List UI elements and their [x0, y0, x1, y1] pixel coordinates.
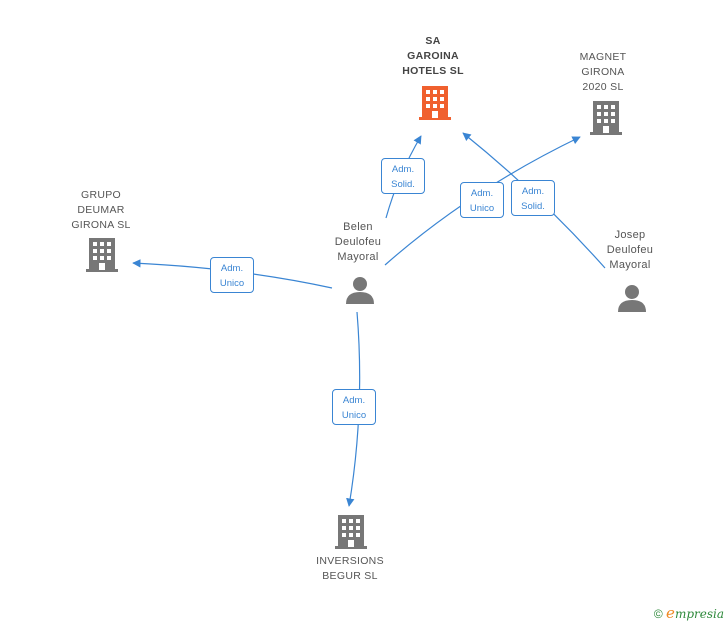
company-label-sa-garoina[interactable]: SA GAROINA HOTELS SL: [402, 35, 464, 77]
company-label-inversions-begur[interactable]: INVERSIONS BEGUR SL: [316, 555, 384, 582]
building-icon-inversions-begur[interactable]: [335, 515, 367, 549]
edge-label-belen-inversions: Adm. Unico: [332, 389, 376, 425]
building-icon-sa-garoina[interactable]: [419, 86, 451, 120]
person-icon-belen[interactable]: [345, 276, 375, 304]
brand-initial: e: [666, 604, 675, 622]
person-icon-josep[interactable]: [617, 284, 647, 312]
person-label-josep[interactable]: Josep Deulofeu Mayoral: [606, 229, 654, 271]
company-label-grupo-deumar[interactable]: GRUPO DEUMAR GIRONA SL: [71, 189, 131, 231]
building-icon-magnet-girona[interactable]: [590, 101, 622, 135]
empresia-logo[interactable]: © empresia: [654, 604, 724, 622]
brand-name: mpresia: [674, 607, 724, 621]
building-icon-grupo-deumar[interactable]: [86, 238, 118, 272]
edge-label-belen-sa: Adm. Solid.: [381, 158, 425, 194]
company-label-magnet-girona[interactable]: MAGNET GIRONA 2020 SL: [579, 51, 627, 93]
edge-label-josep-sa: Adm. Solid.: [511, 180, 555, 216]
person-label-belen[interactable]: Belen Deulofeu Mayoral: [334, 221, 382, 263]
edge-label-belen-magnet: Adm. Unico: [460, 182, 504, 218]
copyright-symbol: ©: [653, 607, 663, 621]
edge-label-belen-grupo: Adm. Unico: [210, 257, 254, 293]
